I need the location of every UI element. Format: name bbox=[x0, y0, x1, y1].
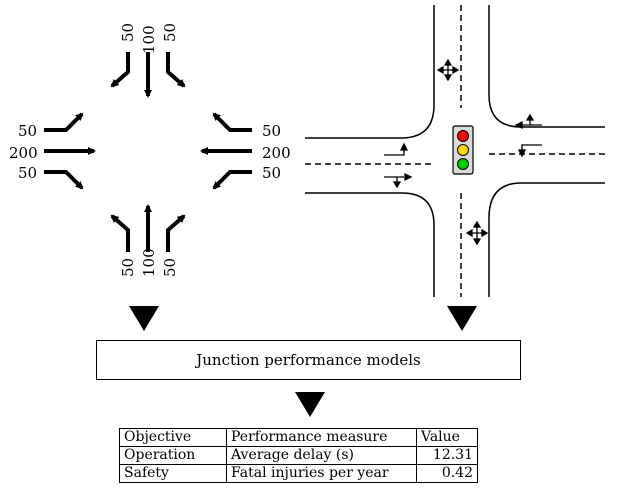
east-right-volume: 50 bbox=[262, 164, 281, 182]
east-lane-upper-arrow-icon bbox=[514, 113, 542, 130]
north-through-volume: 100 bbox=[140, 25, 158, 54]
east-right-arrow bbox=[212, 170, 252, 190]
row-measure: Fatal injuries per year bbox=[226, 464, 417, 483]
row-objective: Operation bbox=[119, 446, 227, 465]
signal-red-lamp bbox=[457, 130, 469, 142]
junction-layout bbox=[305, 5, 605, 297]
north-approach: 50 100 50 bbox=[110, 23, 186, 98]
east-left-volume: 50 bbox=[262, 122, 281, 140]
east-lane-lower-arrow-icon bbox=[517, 144, 542, 158]
table-row: Operation Average delay (s) 12.31 bbox=[119, 446, 478, 465]
turning-movements: 50 100 50 50 200 50 50 200 50 50 bbox=[9, 23, 291, 277]
row-value: 0.42 bbox=[416, 464, 478, 483]
kerb-top-right bbox=[488, 5, 605, 128]
row-measure: Average delay (s) bbox=[226, 446, 417, 465]
north-left-volume: 50 bbox=[119, 23, 137, 42]
west-left-arrow bbox=[44, 112, 84, 132]
flow-arrow-left bbox=[129, 306, 159, 331]
kerb-bottom-left bbox=[305, 192, 435, 297]
header-performance-measure: Performance measure bbox=[226, 428, 417, 447]
junction-performance-models-box: Junction performance models bbox=[96, 340, 521, 380]
table-row: Safety Fatal injuries per year 0.42 bbox=[119, 464, 478, 483]
north-left-arrow bbox=[110, 52, 130, 88]
east-through-volume: 200 bbox=[262, 144, 291, 162]
west-right-arrow bbox=[44, 170, 84, 190]
header-objective: Objective bbox=[119, 428, 227, 447]
south-left-arrow bbox=[110, 214, 130, 252]
east-approach: 50 200 50 bbox=[200, 112, 291, 190]
west-lane-lower-arrow-icon bbox=[384, 172, 413, 189]
south-through-volume: 100 bbox=[140, 248, 158, 277]
west-through-volume: 200 bbox=[9, 144, 38, 162]
south-approach: 50 100 50 bbox=[110, 204, 186, 277]
row-value: 12.31 bbox=[416, 446, 478, 465]
north-right-arrow bbox=[166, 52, 186, 88]
signal-amber-lamp bbox=[457, 144, 469, 156]
south-lane-all-directions-icon bbox=[465, 220, 489, 246]
north-lane-all-directions-icon bbox=[436, 58, 460, 82]
traffic-signal bbox=[452, 125, 474, 175]
south-left-volume: 50 bbox=[119, 258, 137, 277]
south-right-arrow bbox=[166, 214, 186, 252]
west-right-volume: 50 bbox=[18, 164, 37, 182]
west-lane-upper-arrow-icon bbox=[384, 142, 409, 156]
north-right-volume: 50 bbox=[161, 23, 179, 42]
east-left-arrow bbox=[212, 112, 252, 132]
flow-arrow-right bbox=[447, 306, 477, 331]
header-value: Value bbox=[416, 428, 478, 447]
west-approach: 50 200 50 bbox=[9, 112, 96, 190]
performance-table: Objective Performance measure Value Oper… bbox=[119, 428, 478, 483]
row-objective: Safety bbox=[119, 464, 227, 483]
west-left-volume: 50 bbox=[18, 122, 37, 140]
flow-arrow-center bbox=[295, 392, 325, 417]
table-header-row: Objective Performance measure Value bbox=[119, 428, 478, 447]
lane-arrows bbox=[384, 58, 542, 246]
kerb-bottom-right bbox=[488, 182, 605, 297]
signal-green-lamp bbox=[457, 158, 469, 170]
models-box-label: Junction performance models bbox=[196, 351, 421, 369]
kerb-top-left bbox=[305, 5, 435, 139]
south-right-volume: 50 bbox=[161, 258, 179, 277]
